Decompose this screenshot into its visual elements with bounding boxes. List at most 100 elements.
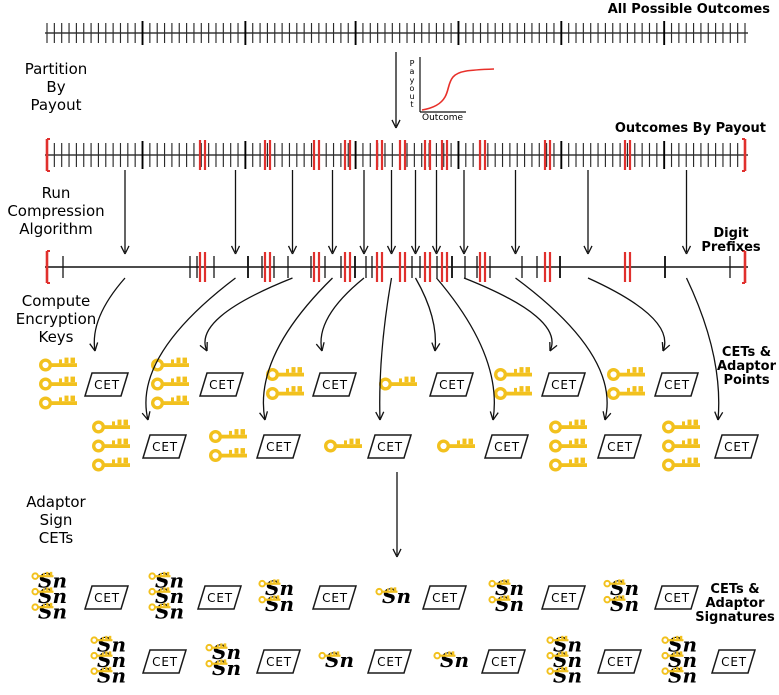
- key-icon: [91, 457, 130, 472]
- svg-text:Sn: Sn: [553, 648, 582, 672]
- cet-adaptor-point-group: CET: [661, 419, 760, 472]
- label-adaptor-sign-cets: Adaptor Sign CETs: [26, 493, 86, 547]
- cet-adaptor-signature-group: Sn CET: [318, 648, 413, 674]
- svg-text:CET: CET: [94, 378, 120, 392]
- cet-box: CET: [141, 434, 188, 459]
- key-icon: [38, 376, 77, 391]
- svg-text:Sn: Sn: [212, 640, 241, 664]
- svg-text:CET: CET: [322, 591, 348, 605]
- key-icon: [31, 587, 54, 596]
- key-icon: [265, 367, 304, 382]
- svg-text:Sn: Sn: [668, 648, 697, 672]
- adaptor-signature-icon: Sn: [488, 592, 524, 616]
- key-icon: [661, 438, 700, 453]
- key-icon: [208, 429, 247, 444]
- svg-text:Sn: Sn: [668, 633, 697, 657]
- cet-adaptor-point-group: CET: [150, 357, 245, 410]
- cet-box: CET: [540, 585, 587, 610]
- adaptor-signature-icon: Sn: [603, 592, 639, 616]
- adaptor-signature-icon: Sn: [546, 664, 582, 688]
- cet-adaptor-point-group: CET: [606, 367, 700, 401]
- cet-adaptor-point-group: CET: [436, 434, 530, 459]
- svg-text:Sn: Sn: [553, 664, 582, 688]
- svg-text:CET: CET: [152, 440, 178, 454]
- svg-text:CET: CET: [266, 440, 292, 454]
- svg-text:CET: CET: [721, 655, 747, 669]
- svg-text:CET: CET: [664, 378, 690, 392]
- key-icon: [661, 651, 684, 660]
- key-icon: [433, 651, 456, 660]
- cet-box: CET: [198, 372, 245, 397]
- label-all-possible-outcomes: All Possible Outcomes: [607, 2, 770, 17]
- svg-text:CET: CET: [491, 655, 517, 669]
- svg-text:CET: CET: [377, 655, 403, 669]
- svg-text:Sn: Sn: [325, 648, 354, 672]
- key-icon: [323, 438, 362, 453]
- label-cets-adaptor-points: CETs & Adaptor Points: [716, 345, 776, 388]
- key-icon: [31, 571, 54, 580]
- svg-text:Sn: Sn: [97, 633, 126, 657]
- cet-box: CET: [311, 585, 358, 610]
- cet-box: CET: [653, 585, 700, 610]
- key-icon: [488, 595, 511, 604]
- svg-text:Sn: Sn: [97, 664, 126, 688]
- adaptor-signature-icon: Sn: [148, 584, 184, 608]
- cet-adaptor-point-group: CET: [265, 367, 358, 401]
- key-icon: [208, 448, 247, 463]
- cet-adaptor-point-group: CET: [208, 429, 302, 463]
- svg-text:CET: CET: [724, 440, 750, 454]
- svg-text:Sn: Sn: [610, 592, 639, 616]
- svg-text:CET: CET: [209, 378, 235, 392]
- svg-text:Sn: Sn: [382, 584, 411, 608]
- adaptor-signature-icon: Sn: [31, 569, 67, 593]
- adaptor-signature-icon: Sn: [661, 664, 697, 688]
- tick-line-digit-prefixes: [45, 250, 748, 284]
- svg-text:CET: CET: [432, 591, 458, 605]
- svg-text:CET: CET: [322, 378, 348, 392]
- key-icon: [150, 395, 189, 410]
- svg-text:Sn: Sn: [155, 569, 184, 593]
- key-icon: [205, 659, 228, 668]
- cet-adaptor-point-group: CET: [323, 434, 413, 459]
- cet-box: CET: [421, 585, 468, 610]
- cet-box: CET: [710, 649, 757, 674]
- key-icon: [90, 651, 113, 660]
- key-icon: [548, 419, 587, 434]
- key-icon: [148, 571, 171, 580]
- compression-arrows: [120, 170, 692, 255]
- label-outcomes-by-payout: Outcomes By Payout: [614, 121, 766, 136]
- adaptor-signature-icon: Sn: [205, 640, 241, 664]
- key-icon: [258, 595, 281, 604]
- key-icon: [603, 579, 626, 588]
- cet-box: CET: [596, 649, 643, 674]
- cet-adaptor-point-group: CET: [548, 419, 643, 472]
- tick-line-outcomes-by-payout: [45, 138, 748, 172]
- svg-text:Sn: Sn: [553, 633, 582, 657]
- key-icon: [38, 357, 77, 372]
- svg-text:Sn: Sn: [265, 592, 294, 616]
- key-icon: [91, 419, 130, 434]
- key-icon: [606, 367, 645, 382]
- svg-text:CET: CET: [607, 655, 633, 669]
- outcome-axis-label: Outcome: [422, 113, 464, 123]
- adaptor-signature-icon: Sn: [661, 648, 697, 672]
- cet-adaptor-point-group: CET: [378, 372, 475, 397]
- svg-text:CET: CET: [551, 591, 577, 605]
- adaptor-signature-icon: Sn: [375, 584, 411, 608]
- svg-text:CET: CET: [207, 591, 233, 605]
- svg-text:CET: CET: [607, 440, 633, 454]
- key-icon: [548, 438, 587, 453]
- svg-text:Sn: Sn: [97, 648, 126, 672]
- adaptor-signature-icon: Sn: [603, 576, 639, 600]
- tick-line-all-outcomes: [45, 21, 748, 45]
- label-digit-prefixes: Digit Prefixes: [701, 226, 761, 255]
- key-icon: [546, 666, 569, 675]
- cet-box: CET: [255, 434, 302, 459]
- adaptor-signature-icon: Sn: [148, 569, 184, 593]
- adaptor-signature-icon: Sn: [318, 648, 354, 672]
- cet-box: CET: [480, 649, 527, 674]
- payout-function-chart: [419, 57, 495, 113]
